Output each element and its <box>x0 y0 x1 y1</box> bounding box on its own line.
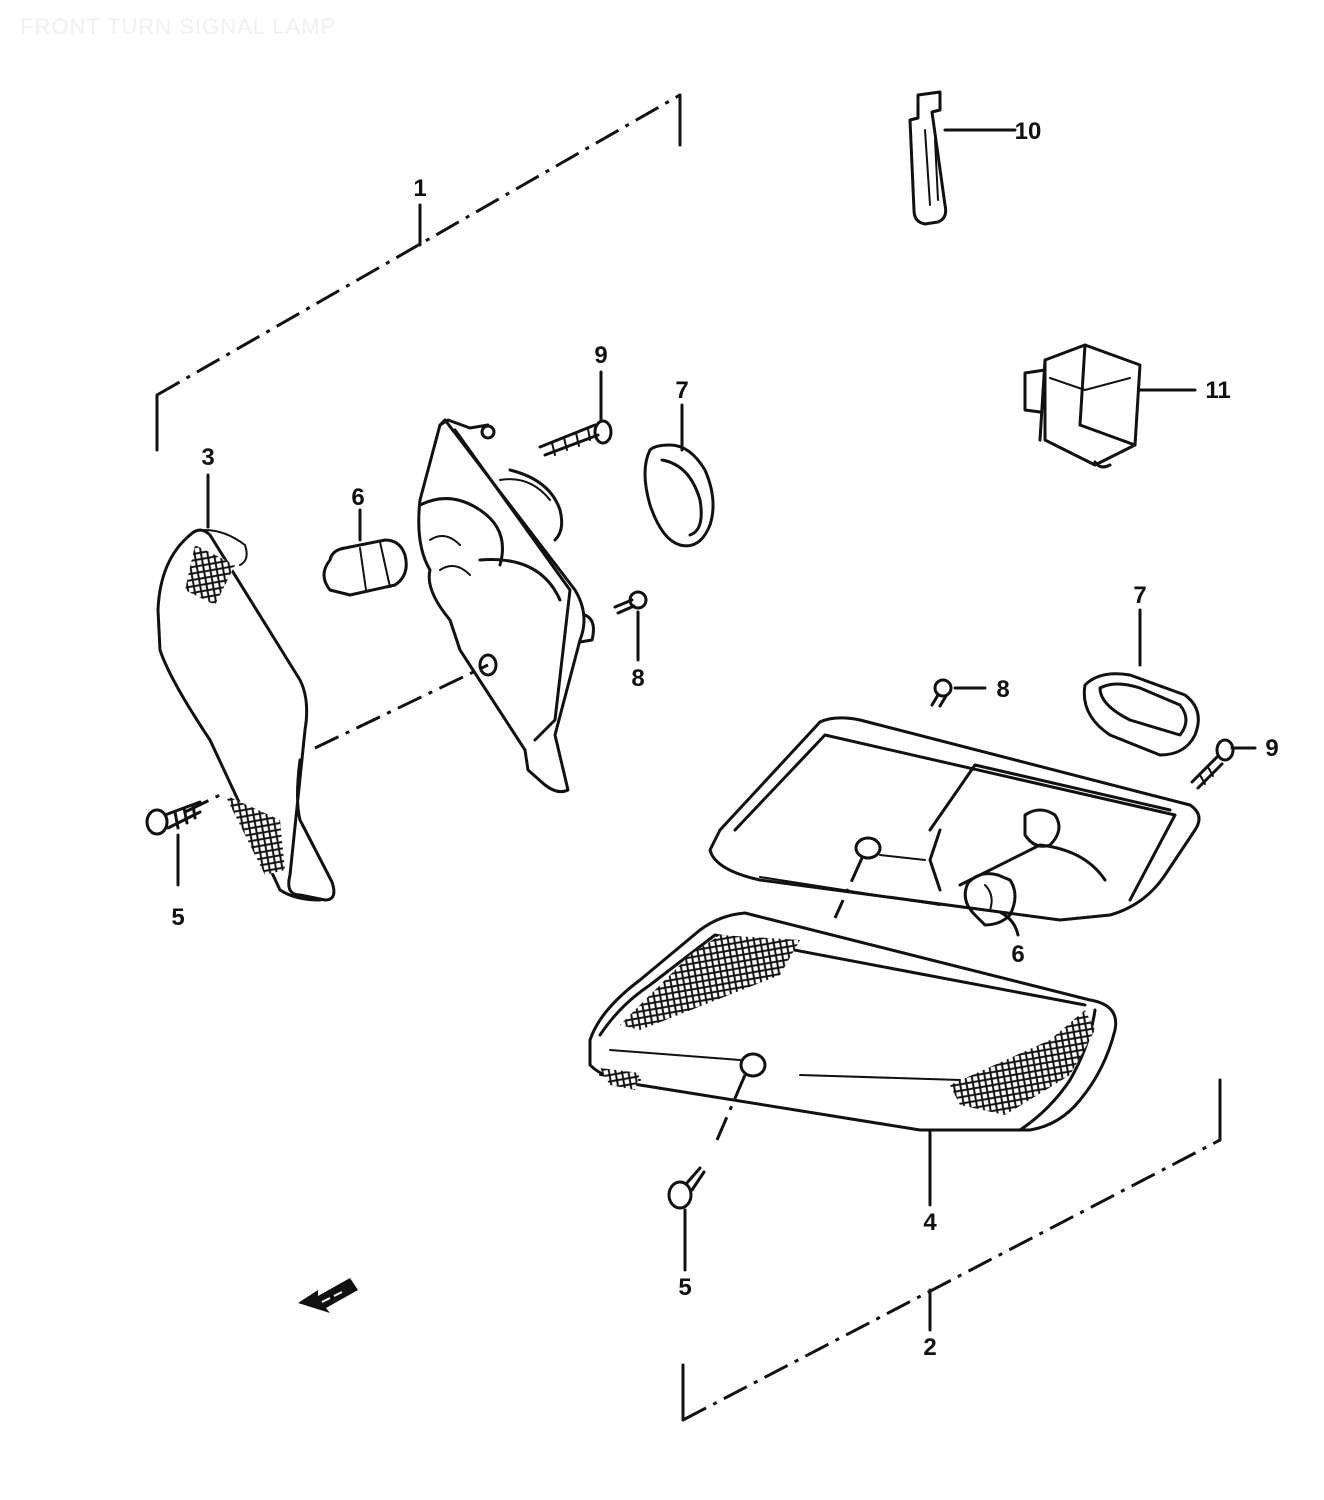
callout-3: 3 <box>201 444 214 471</box>
callout-2: 2 <box>923 1334 936 1361</box>
callout-6-right: 6 <box>1011 941 1024 968</box>
right-bulb-part-6 <box>963 872 1020 937</box>
right-screw-part-8 <box>930 678 987 708</box>
front-direction-arrow-icon <box>298 1278 358 1313</box>
callout-5-right: 5 <box>678 1274 691 1301</box>
left-lens-part-3 <box>156 473 336 902</box>
right-lens-part-4 <box>588 911 1118 1207</box>
callout-9-right: 9 <box>1265 735 1278 762</box>
right-housing <box>708 716 1201 922</box>
callout-7-right: 7 <box>1133 582 1146 609</box>
callout-4: 4 <box>923 1209 937 1236</box>
clip-part-10 <box>908 90 1017 226</box>
left-axis-line <box>314 663 489 750</box>
callout-11: 11 <box>1205 377 1230 404</box>
left-grommet-part-7 <box>643 403 715 548</box>
left-screw-axis-line <box>184 793 221 814</box>
left-bulb-part-6 <box>322 508 408 597</box>
relay-part-11 <box>1023 343 1197 469</box>
assembly-bracket-1 <box>155 93 682 452</box>
callout-8-left: 8 <box>631 665 644 692</box>
right-axis-line-upper <box>833 857 864 919</box>
left-housing <box>417 418 595 794</box>
left-screw-part-5 <box>145 800 202 887</box>
right-grommet-part-7 <box>1082 608 1200 757</box>
diagram-title: FRONT TURN SIGNAL LAMP <box>20 14 337 39</box>
callout-10: 10 <box>1015 118 1042 145</box>
assembly-bracket-2 <box>681 1078 1222 1422</box>
right-screw-part-9 <box>1190 738 1257 790</box>
right-axis-line-lower <box>715 1074 747 1141</box>
callout-1: 1 <box>413 175 426 202</box>
callout-8-right: 8 <box>996 676 1009 703</box>
callout-6-left: 6 <box>351 484 364 511</box>
callout-9-left: 9 <box>594 342 607 369</box>
right-screw-part-5 <box>667 1166 706 1272</box>
callout-7-left: 7 <box>675 377 688 404</box>
left-screw-part-9 <box>538 370 613 457</box>
callout-5-left: 5 <box>171 904 184 931</box>
left-screw-part-8 <box>613 590 648 662</box>
